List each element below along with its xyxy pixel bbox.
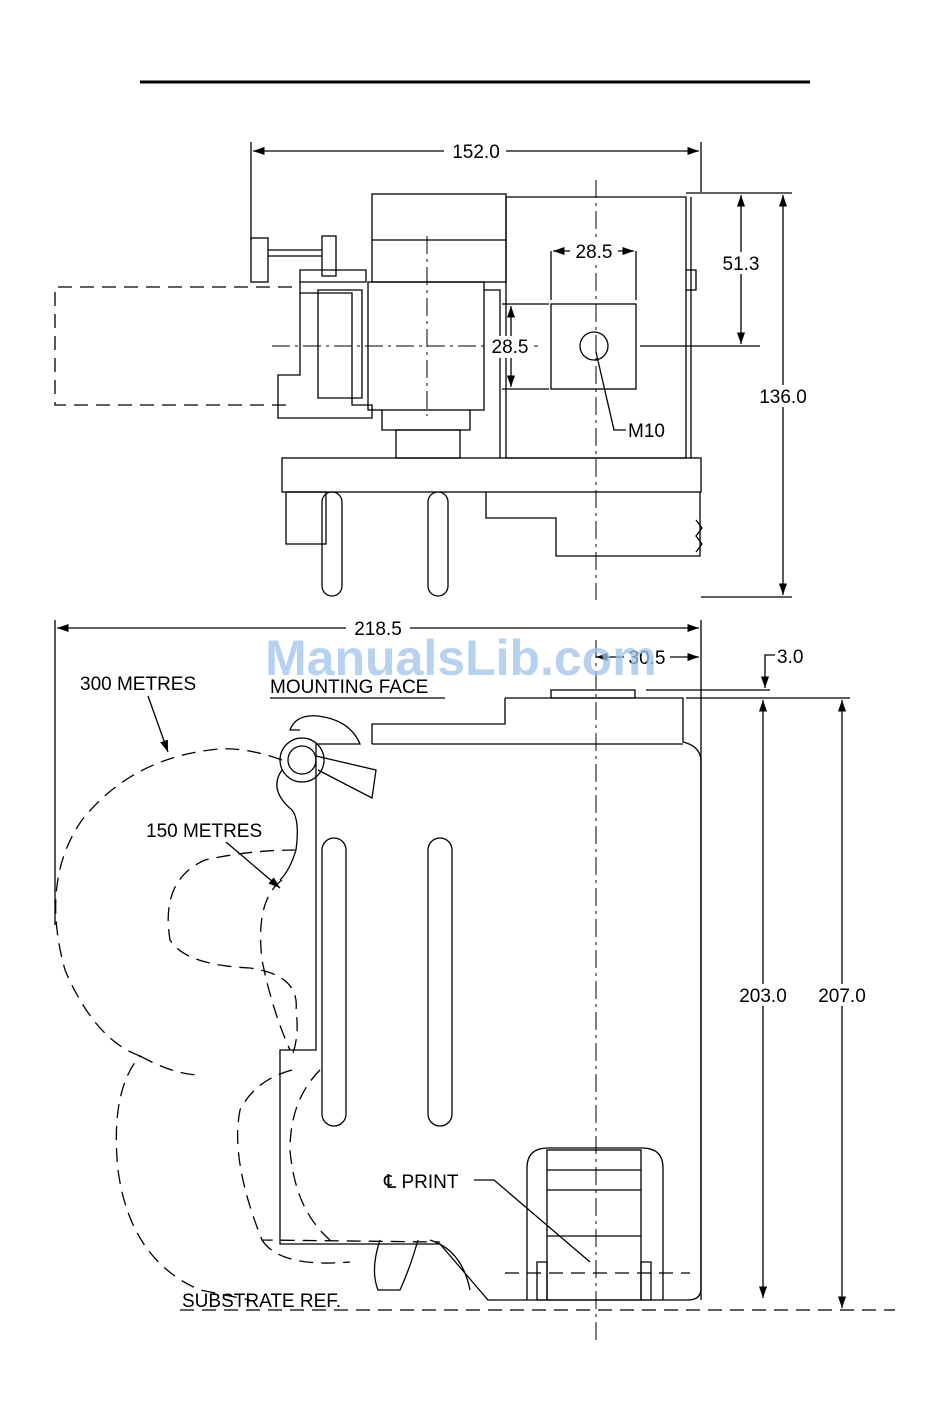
range-inner-label: 150 METRES [146,821,262,842]
range-outer-label: 300 METRES [80,674,196,695]
dim-port-offset: 51.3 [723,254,760,275]
substrate-label: SUBSTRATE REF. [182,1291,341,1312]
print-centre-label: ℄ PRINT [383,1172,459,1193]
side-view: 218.5 30.5 3.0 MOUNTING FACE [55,617,895,1345]
dim-side-step: 3.0 [777,647,803,668]
dim-top-height: 136.0 [759,387,807,408]
dim-inner-height: 203.0 [739,986,787,1007]
watermark: ManualsLib.com [265,630,657,686]
top-view: 152.0 28.5 28.5 51.3 136.0 M10 [55,140,812,600]
dim-top-width: 152.0 [452,142,500,163]
thread-label: M10 [628,421,665,442]
dim-outer-height: 207.0 [818,986,866,1007]
dim-port-height: 28.5 [492,337,529,358]
dim-port-width: 28.5 [576,242,613,263]
